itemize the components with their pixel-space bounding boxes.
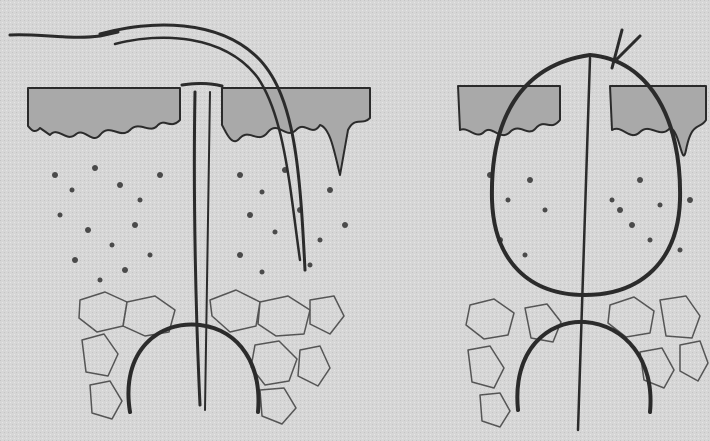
figure-canvas xyxy=(0,0,710,441)
suture-technique-figure xyxy=(0,0,710,441)
paper-background xyxy=(0,0,710,441)
